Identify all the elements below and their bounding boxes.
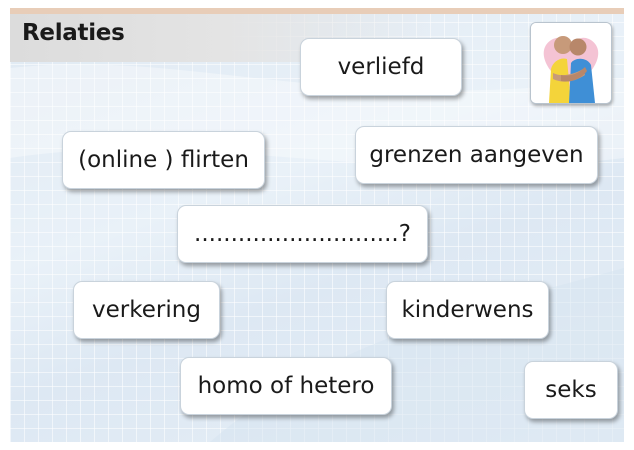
chip-kinderwens[interactable]: kinderwens	[386, 281, 549, 339]
chip-homo-of-hetero[interactable]: homo of hetero	[180, 357, 392, 415]
chip-question[interactable]: ............................?	[177, 205, 428, 263]
chip-online-flirten[interactable]: (online ) flirten	[62, 131, 265, 189]
chip-seks[interactable]: seks	[524, 361, 618, 419]
hugging-couple-icon	[530, 22, 612, 104]
chip-verliefd[interactable]: verliefd	[300, 38, 462, 96]
page-title: Relaties	[22, 20, 125, 46]
top-accent-band	[10, 8, 624, 14]
topic-card: Relaties verliefd (online ) flirten gren…	[10, 8, 624, 442]
chip-verkering[interactable]: verkering	[73, 281, 220, 339]
chip-grenzen-aangeven[interactable]: grenzen aangeven	[355, 126, 598, 184]
